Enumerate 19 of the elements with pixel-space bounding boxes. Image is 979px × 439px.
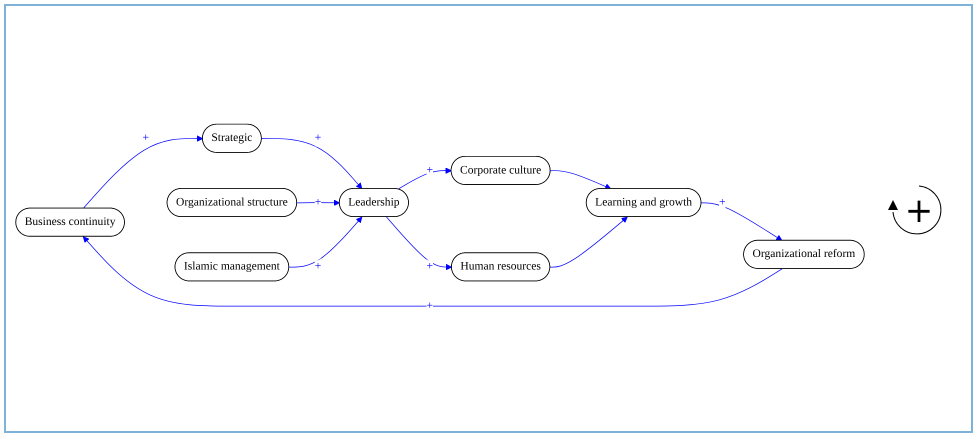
loop-polarity-sign: +: [904, 191, 934, 231]
arrow: [261, 138, 362, 190]
edge-label: +: [719, 196, 726, 208]
arrow: [550, 216, 628, 268]
arrow: [700, 202, 782, 241]
arrow: [82, 236, 782, 306]
arrow: [82, 135, 204, 209]
edge-label: +: [426, 300, 434, 312]
edge-label: +: [426, 260, 434, 273]
arrow: [550, 170, 612, 190]
arrow: [296, 200, 340, 206]
edge-label: +: [426, 164, 434, 176]
arrow: [386, 216, 452, 270]
edge-label: +: [314, 260, 322, 273]
edge-label: +: [142, 132, 150, 144]
arrow: [288, 216, 362, 268]
edge-label: +: [314, 196, 322, 208]
edge-label: +: [314, 132, 322, 144]
arrow: [398, 168, 452, 190]
